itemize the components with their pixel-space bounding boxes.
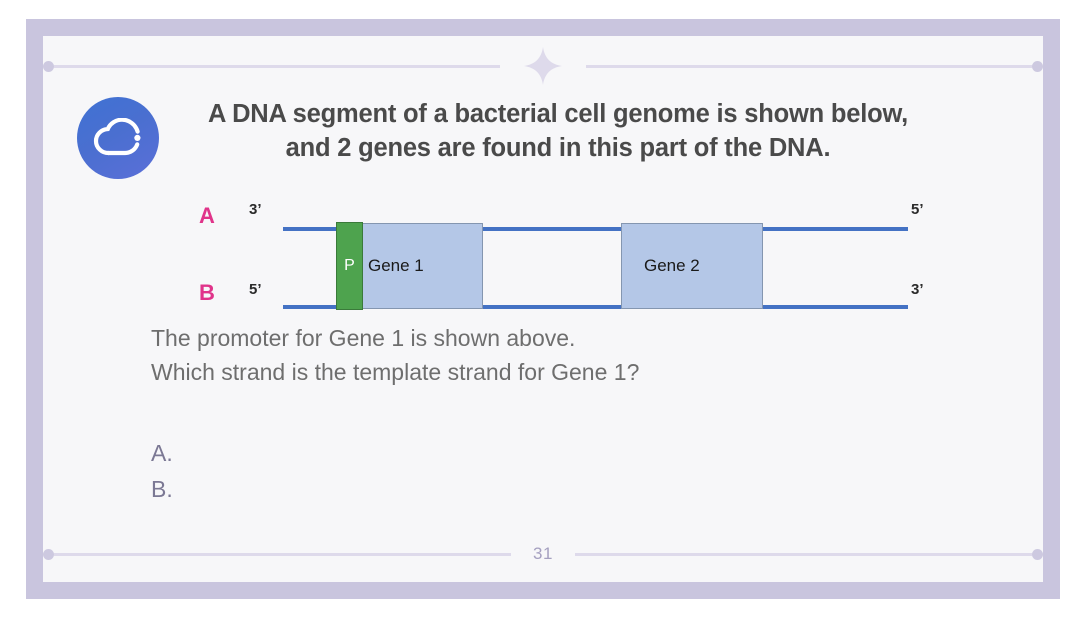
question-line-2: Which strand is the template strand for … xyxy=(151,359,640,386)
logo-badge xyxy=(77,97,159,179)
gene-2-box: Gene 2 xyxy=(621,223,763,309)
answer-options: A. B. xyxy=(151,436,173,507)
slide-outer-frame: A DNA segment of a bacterial cell genome… xyxy=(26,19,1060,599)
dna-diagram: A B 3’ 5’ 5’ 3’ Gene 1 Gene 2 P xyxy=(43,181,1043,316)
divider-ornament xyxy=(500,45,586,87)
top-divider xyxy=(43,47,1043,85)
cloud-icon xyxy=(93,118,141,156)
page-number-wrapper: 31 xyxy=(511,544,575,564)
strand-a-right-end: 5’ xyxy=(911,201,924,218)
strand-a-line xyxy=(283,227,908,231)
answer-option-a[interactable]: A. xyxy=(151,440,173,466)
strand-a-left-end: 3’ xyxy=(249,201,262,218)
page-number: 31 xyxy=(533,544,553,563)
divider-dot-left xyxy=(43,60,54,72)
strand-b-left-end: 5’ xyxy=(249,281,262,298)
strand-b-line xyxy=(283,305,908,309)
footer-dot-left xyxy=(43,548,54,560)
question-line-1: The promoter for Gene 1 is shown above. xyxy=(151,325,576,351)
promoter-box: P xyxy=(336,222,363,310)
four-point-star-icon xyxy=(524,47,562,85)
strand-b-label: B xyxy=(199,280,215,305)
footer-dot-right xyxy=(1032,548,1043,560)
divider-dot-right xyxy=(1032,60,1043,72)
divider-line-right xyxy=(586,64,1032,68)
strand-b-right-end: 3’ xyxy=(911,281,924,298)
bottom-divider: 31 xyxy=(43,542,1043,566)
answer-option-b[interactable]: B. xyxy=(151,475,173,502)
question-text: The promoter for Gene 1 is shown above. … xyxy=(151,321,639,389)
footer-line-right xyxy=(574,552,1033,556)
divider-line-left xyxy=(54,64,500,68)
slide-title: A DNA segment of a bacterial cell genome… xyxy=(207,100,909,162)
strand-a-label: A xyxy=(199,203,215,228)
slide-card: A DNA segment of a bacterial cell genome… xyxy=(43,36,1043,582)
footer-line-left xyxy=(54,552,512,556)
